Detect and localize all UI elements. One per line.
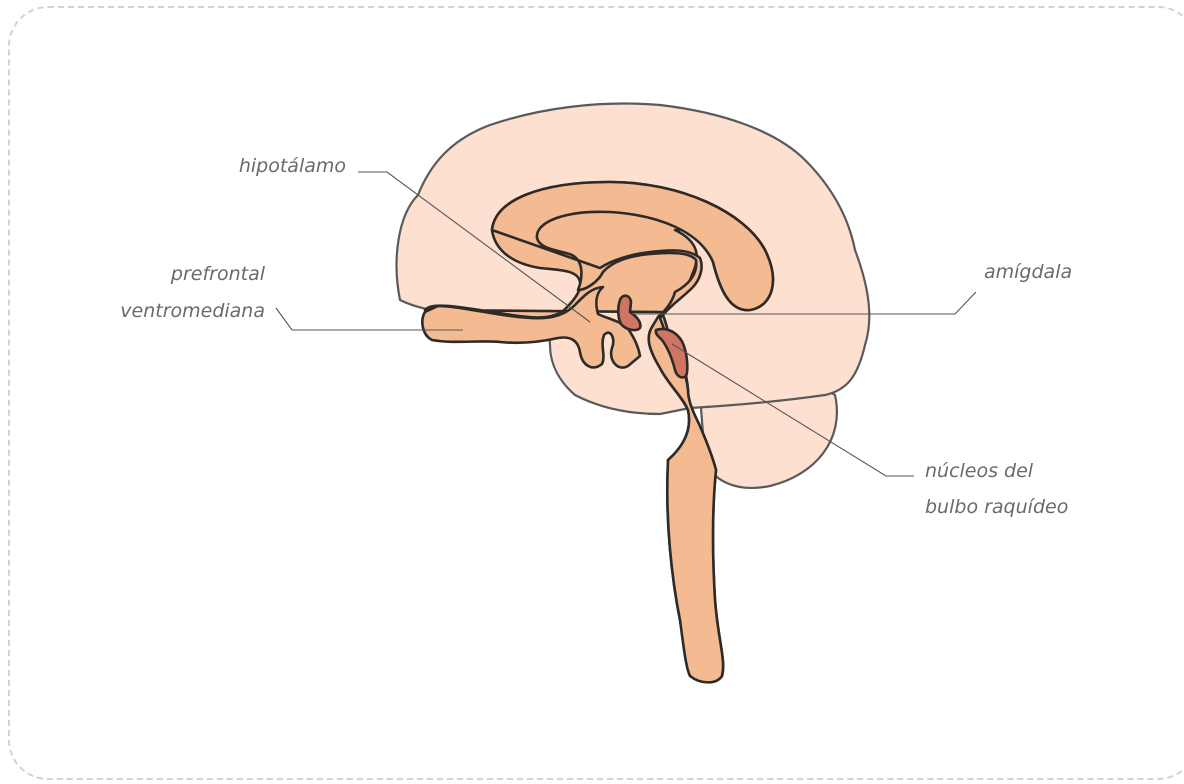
medulla-nuclei-label-line2: bulbo raquídeo xyxy=(925,496,1068,518)
hypothalamus-label: hipotálamo xyxy=(239,155,346,177)
prefrontal-label-line2: ventromediana xyxy=(120,300,265,322)
medulla-nuclei-label-line1: núcleos del xyxy=(925,460,1034,482)
amygdala-label: amígdala xyxy=(984,261,1072,283)
prefrontal-label-line1: prefrontal xyxy=(170,263,266,285)
